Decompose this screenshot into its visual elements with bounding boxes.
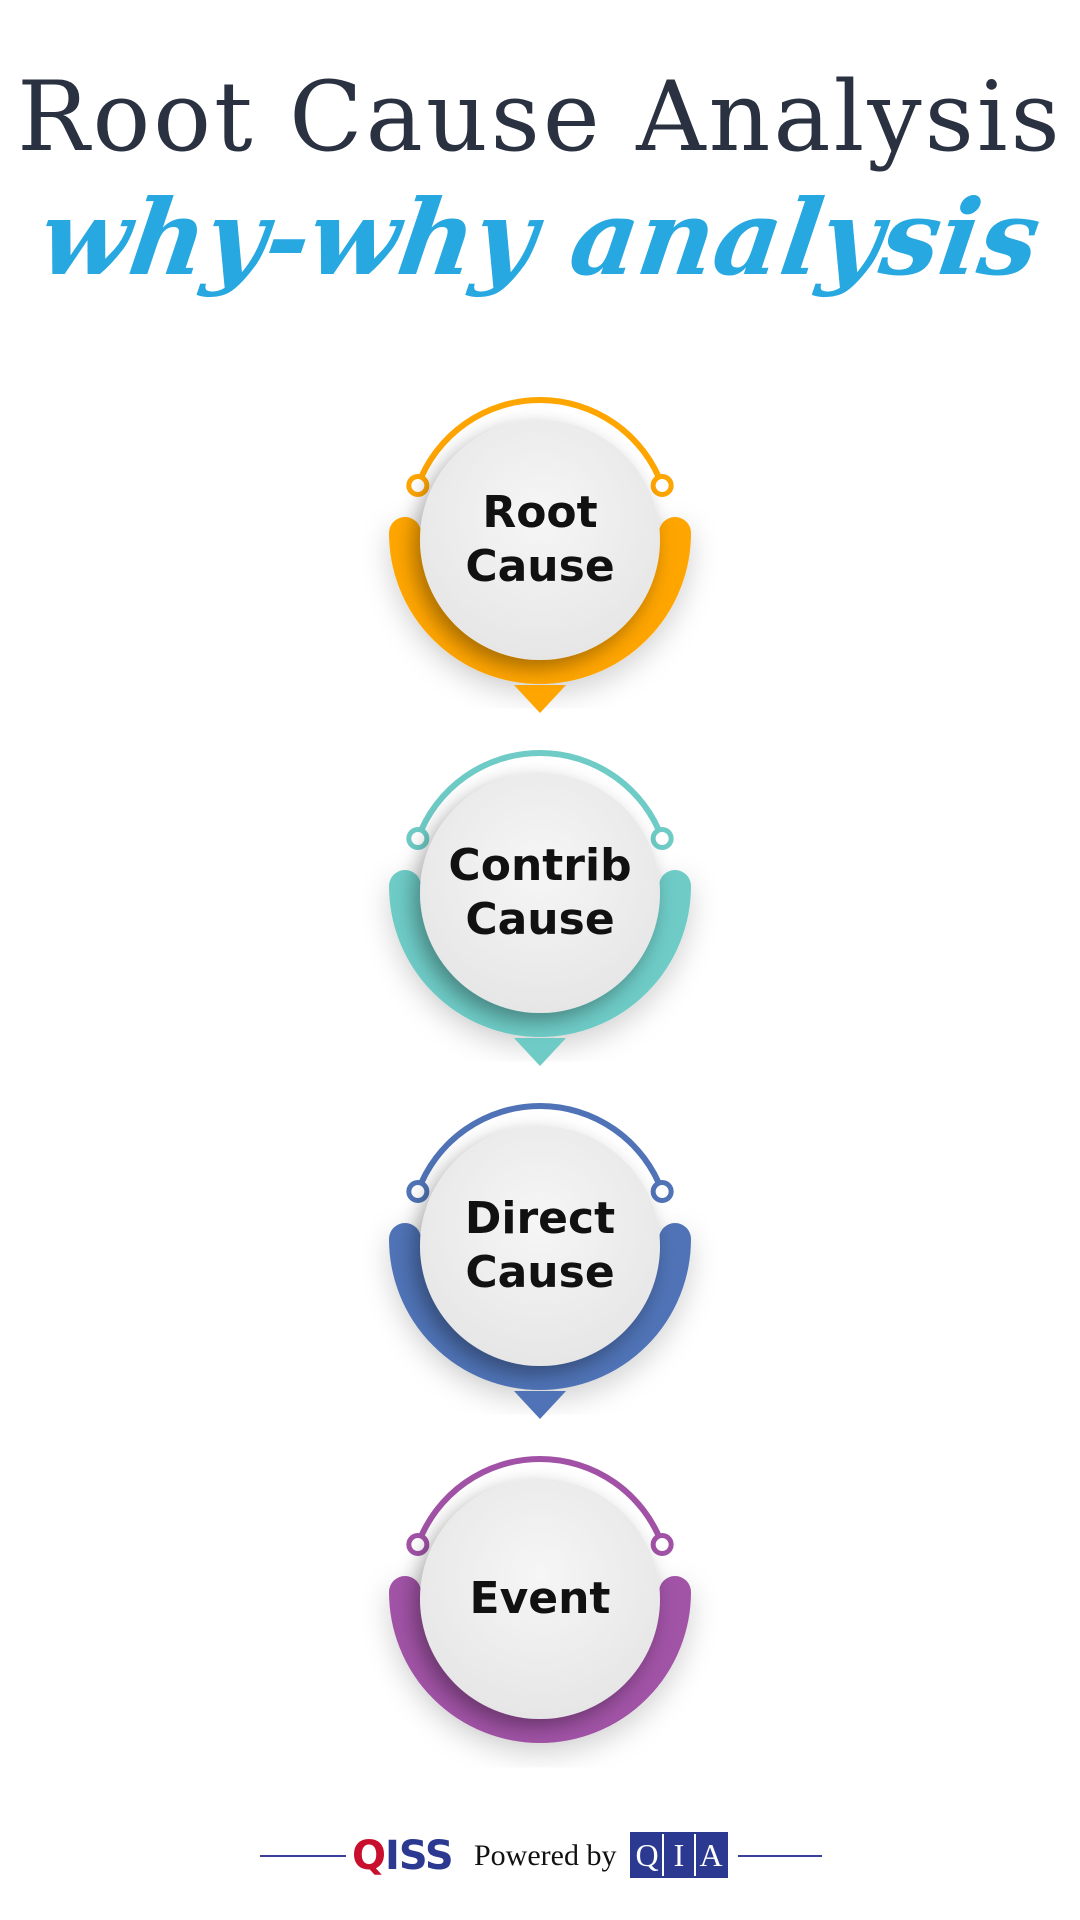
qiss-logo-q: Q — [352, 1833, 386, 1879]
cause-node-label-line: Event — [469, 1573, 611, 1624]
top-arc-ring-left — [406, 1180, 430, 1204]
qiss-logo: QISS — [352, 1828, 462, 1884]
top-arc — [414, 397, 666, 489]
pointer-triangle — [514, 685, 566, 713]
node-circle — [420, 1126, 660, 1366]
node-circle — [420, 420, 660, 660]
node-circle — [420, 1479, 660, 1719]
top-arc-ring-left — [406, 474, 430, 498]
cause-node-4 — [389, 1456, 691, 1743]
bottom-ring — [389, 870, 691, 1037]
cause-node-label-line: Contrib — [448, 840, 632, 891]
pointer-triangle — [514, 1391, 566, 1419]
qia-logo-i: I — [664, 1834, 696, 1876]
pointer-triangle — [514, 1038, 566, 1066]
footer: QISS Powered by Q I A — [0, 1828, 1080, 1884]
cause-node-3 — [389, 1103, 691, 1419]
qia-logo-q: Q — [632, 1834, 664, 1876]
top-arc-ring-right — [650, 827, 674, 851]
bottom-ring — [389, 1223, 691, 1390]
cause-node-label-line: Cause — [465, 1247, 615, 1298]
cause-diagram — [389, 397, 691, 1743]
page-title: Root Cause Analysis — [17, 61, 1063, 173]
qia-logo-a: A — [696, 1834, 726, 1876]
footer-line-left — [260, 1855, 346, 1857]
bottom-ring — [389, 517, 691, 684]
top-arc-ring-right — [650, 1180, 674, 1204]
qiss-logo-rest: ISS — [385, 1833, 454, 1879]
cause-node-2 — [389, 750, 691, 1066]
top-arc-ring-left — [406, 1533, 430, 1557]
bottom-ring — [389, 1576, 691, 1743]
cause-node-label-4: Event — [420, 1572, 660, 1626]
footer-line-right — [738, 1855, 822, 1857]
cause-node-label-line: Cause — [465, 894, 615, 945]
qia-logo: Q I A — [630, 1832, 728, 1878]
cause-node-label-line: Root — [482, 487, 598, 538]
top-arc-ring-right — [650, 1533, 674, 1557]
top-arc-ring-right — [650, 474, 674, 498]
top-arc — [414, 750, 666, 842]
top-arc — [414, 1103, 666, 1195]
top-arc-ring-left — [406, 827, 430, 851]
top-arc — [414, 1456, 666, 1548]
cause-node-label-line: Direct — [464, 1193, 616, 1244]
cause-node-label-line: Cause — [465, 541, 615, 592]
node-circle — [420, 773, 660, 1013]
cause-node-1 — [389, 397, 691, 713]
powered-by-text: Powered by — [474, 1839, 617, 1872]
